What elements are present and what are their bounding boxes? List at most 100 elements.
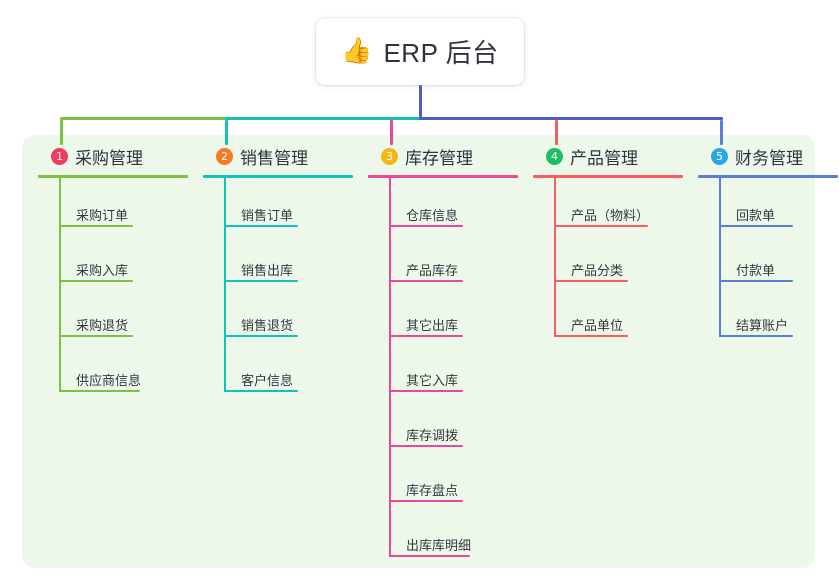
branch-item-label: 其它出库	[406, 318, 459, 333]
branch-column-5: 5 财务管理回款单付款单结算账户	[698, 143, 838, 343]
root-node[interactable]: 👍 ERP 后台	[316, 18, 524, 85]
branch-column-1: 1 采购管理采购订单采购入库采购退货供应商信息	[38, 143, 188, 398]
branch-title: 采购管理	[75, 148, 143, 168]
branch-item[interactable]: 产品单位	[533, 288, 683, 343]
branch-item-label: 客户信息	[241, 373, 294, 388]
branch-item[interactable]: 库存盘点	[368, 453, 518, 508]
root-node-label: ERP 后台	[383, 38, 499, 68]
branch-item[interactable]: 销售出库	[203, 233, 353, 288]
branch-item[interactable]: 回款单	[698, 178, 838, 233]
branch-items: 回款单付款单结算账户	[698, 178, 838, 343]
branch-item-underline	[389, 390, 463, 392]
branch-item[interactable]: 销售退货	[203, 288, 353, 343]
branch-item-label: 产品单位	[571, 318, 624, 333]
branch-items: 仓库信息产品库存其它出库其它入库库存调拨库存盘点出库库明细	[368, 178, 518, 563]
branch-underline	[698, 175, 838, 178]
branch-item-underline	[59, 390, 140, 392]
branch-item-label: 出库库明细	[406, 538, 472, 553]
bus-segment-3	[419, 117, 723, 120]
branch-item-label: 库存盘点	[406, 483, 459, 498]
branch-number-badge: 2	[216, 147, 233, 165]
root-node-content: 👍 ERP 后台	[341, 33, 498, 70]
branch-item[interactable]: 结算账户	[698, 288, 838, 343]
branch-items: 销售订单销售出库销售退货客户信息	[203, 178, 353, 398]
branch-item[interactable]: 销售订单	[203, 178, 353, 233]
branch-item-underline	[389, 225, 463, 227]
branch-number-badge: 5	[711, 147, 728, 165]
branch-column-4: 4 产品管理产品（物料） 产品分类产品单位	[533, 143, 683, 343]
branch-item-label: 供应商信息	[76, 373, 142, 388]
branch-item-underline	[59, 335, 133, 337]
branch-number-badge: 4	[546, 147, 563, 165]
branch-item[interactable]: 产品库存	[368, 233, 518, 288]
branch-item-underline	[59, 280, 133, 282]
branch-item-label: 库存调拨	[406, 428, 459, 443]
branch-item[interactable]: 出库库明细	[368, 508, 518, 563]
bus-segment-1	[60, 117, 228, 120]
branch-item-underline	[389, 500, 463, 502]
branch-item-underline	[224, 335, 298, 337]
branch-item[interactable]: 产品分类	[533, 233, 683, 288]
branch-item[interactable]: 其它入库	[368, 343, 518, 398]
root-stem-line	[419, 85, 422, 120]
branch-item[interactable]: 库存调拨	[368, 398, 518, 453]
branch-item-label: 回款单	[736, 208, 776, 223]
branch-item[interactable]: 采购入库	[38, 233, 188, 288]
branch-item-underline	[224, 280, 298, 282]
branch-item-label: 其它入库	[406, 373, 459, 388]
branch-column-2: 2 销售管理销售订单销售出库销售退货客户信息	[203, 143, 353, 398]
branch-item[interactable]: 采购退货	[38, 288, 188, 343]
branch-drop-line-2	[225, 120, 228, 145]
branch-title: 产品管理	[570, 148, 638, 168]
branch-item-underline	[389, 555, 470, 557]
branch-item-label: 产品分类	[571, 263, 624, 278]
branch-spine	[554, 178, 556, 337]
branch-item-label: 采购订单	[76, 208, 129, 223]
branch-drop-line-5	[720, 120, 723, 145]
branch-underline	[203, 175, 353, 178]
branch-title: 财务管理	[735, 148, 803, 168]
branch-item[interactable]: 其它出库	[368, 288, 518, 343]
branch-item[interactable]: 付款单	[698, 233, 838, 288]
branch-number-badge: 3	[381, 147, 398, 165]
branch-item-underline	[224, 390, 298, 392]
branch-item[interactable]: 产品（物料）	[533, 178, 683, 233]
branch-item-underline	[389, 445, 463, 447]
branch-drop-line-1	[60, 120, 63, 145]
branch-header-财务管理[interactable]: 5 财务管理	[698, 143, 838, 169]
branch-underline	[38, 175, 188, 178]
branch-item-underline	[389, 335, 463, 337]
branch-spine	[719, 178, 721, 337]
branch-title: 销售管理	[240, 148, 308, 168]
branch-underline	[368, 175, 518, 178]
branch-item-underline	[59, 225, 133, 227]
branch-header-库存管理[interactable]: 3 库存管理	[368, 143, 518, 169]
branch-column-3: 3 库存管理仓库信息产品库存其它出库其它入库库存调拨库存盘点出库库明细	[368, 143, 518, 563]
branch-item[interactable]: 供应商信息	[38, 343, 188, 398]
branch-underline	[533, 175, 683, 178]
branch-items: 产品（物料） 产品分类产品单位	[533, 178, 683, 343]
branch-item[interactable]: 客户信息	[203, 343, 353, 398]
branch-item-label: 采购入库	[76, 263, 129, 278]
branch-title: 库存管理	[405, 148, 473, 168]
branch-header-采购管理[interactable]: 1 采购管理	[38, 143, 188, 169]
branch-item-underline	[719, 280, 793, 282]
thumbs-up-icon: 👍	[341, 37, 373, 65]
branch-number-badge: 1	[51, 147, 68, 165]
branch-item[interactable]: 仓库信息	[368, 178, 518, 233]
branch-item-underline	[719, 225, 793, 227]
bus-segment-2	[225, 117, 422, 120]
branch-header-销售管理[interactable]: 2 销售管理	[203, 143, 353, 169]
branch-item-underline	[554, 225, 648, 227]
branch-spine	[389, 178, 391, 557]
branch-drop-line-4	[555, 120, 558, 145]
branch-item-underline	[389, 280, 463, 282]
branch-item-label: 销售出库	[241, 263, 294, 278]
branch-items: 采购订单采购入库采购退货供应商信息	[38, 178, 188, 398]
branch-item[interactable]: 采购订单	[38, 178, 188, 233]
branch-item-label: 付款单	[736, 263, 776, 278]
branch-spine	[59, 178, 61, 392]
branch-header-产品管理[interactable]: 4 产品管理	[533, 143, 683, 169]
branch-item-underline	[224, 225, 298, 227]
branch-item-label: 销售订单	[241, 208, 294, 223]
